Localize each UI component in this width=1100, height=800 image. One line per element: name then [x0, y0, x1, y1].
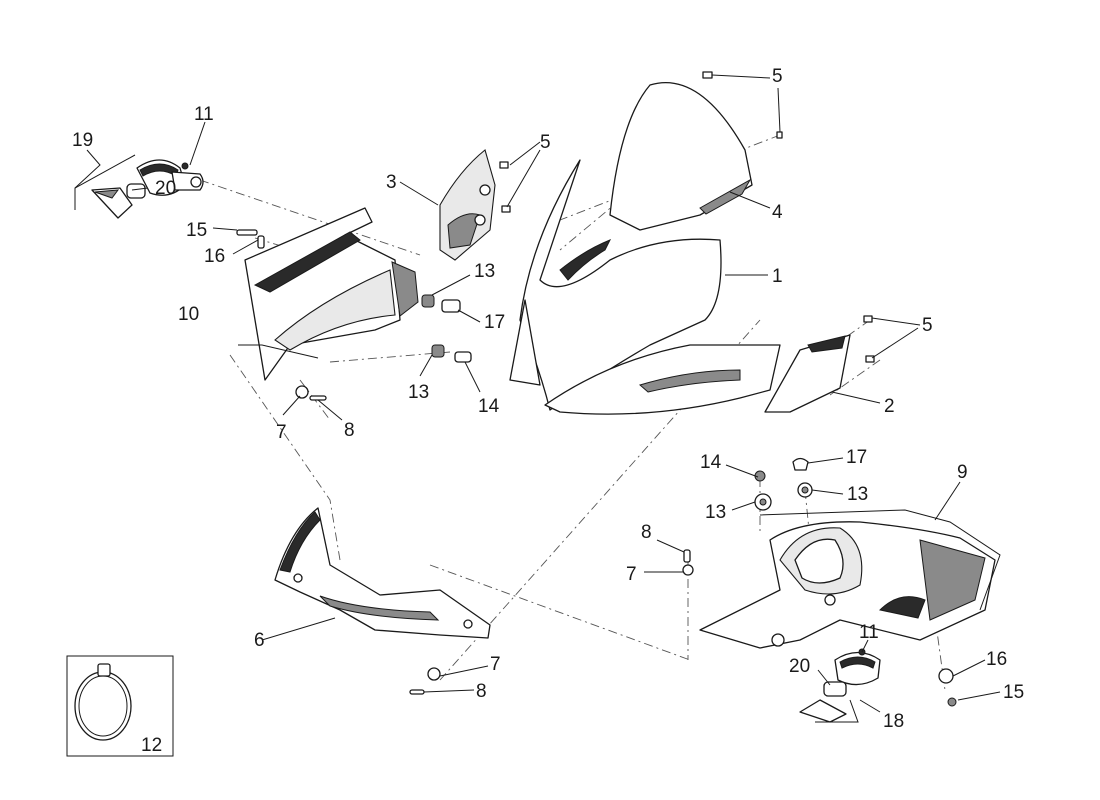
left-side-fairing	[238, 207, 419, 381]
callout-3: 3	[386, 172, 397, 193]
clamp-inset	[66, 655, 174, 757]
callout-8: 8	[344, 420, 355, 441]
callout-10: 10	[178, 304, 199, 325]
leader-lines	[74, 74, 1001, 713]
callout-7: 7	[626, 564, 637, 585]
callout-18: 18	[883, 711, 904, 732]
right-fasteners	[409, 457, 957, 707]
front-fairing	[509, 159, 781, 415]
callout-9: 9	[957, 462, 968, 483]
inner-side-panel	[439, 149, 496, 261]
callout-5: 5	[540, 132, 551, 153]
callout-11: 11	[859, 622, 879, 643]
screws-5	[499, 71, 875, 363]
callout-4: 4	[772, 202, 783, 223]
callout-7: 7	[276, 422, 287, 443]
callout-15: 15	[186, 220, 207, 241]
left-fasteners	[236, 229, 472, 401]
callout-20: 20	[789, 656, 810, 677]
lower-right-belly-pan	[699, 509, 1001, 649]
callout-12: 12	[141, 735, 162, 756]
callout-14: 14	[478, 396, 500, 417]
callout-8: 8	[641, 522, 652, 543]
callout-20: 20	[155, 178, 176, 199]
callout-16: 16	[204, 246, 225, 267]
callout-11: 11	[194, 104, 214, 125]
callout-13: 13	[408, 382, 429, 403]
callout-15: 15	[1003, 682, 1024, 703]
callout-17: 17	[846, 447, 867, 468]
callout-5: 5	[772, 66, 783, 87]
left-turn-signal-assembly	[74, 154, 204, 219]
lower-left-belly-pan	[274, 507, 491, 639]
right-turn-signal-assembly	[799, 648, 881, 723]
callout-8: 8	[476, 681, 487, 702]
windscreen	[609, 81, 753, 231]
callout-6: 6	[254, 630, 265, 651]
callout-13: 13	[705, 502, 726, 523]
callout-7: 7	[490, 654, 501, 675]
callout-1: 1	[772, 266, 783, 287]
callout-19: 19	[72, 130, 93, 151]
small-side-panel	[764, 334, 851, 413]
callout-numbers: 1 2 3 4 5 5 5 6 7 7 7 8 8 8 9 10 11 11 1…	[72, 66, 1024, 756]
callout-17: 17	[484, 312, 505, 333]
callout-2: 2	[884, 396, 895, 417]
callout-14: 14	[700, 452, 722, 473]
callout-5: 5	[922, 315, 933, 336]
callout-16: 16	[986, 649, 1007, 670]
callout-13: 13	[474, 261, 495, 282]
callout-13: 13	[847, 484, 868, 505]
